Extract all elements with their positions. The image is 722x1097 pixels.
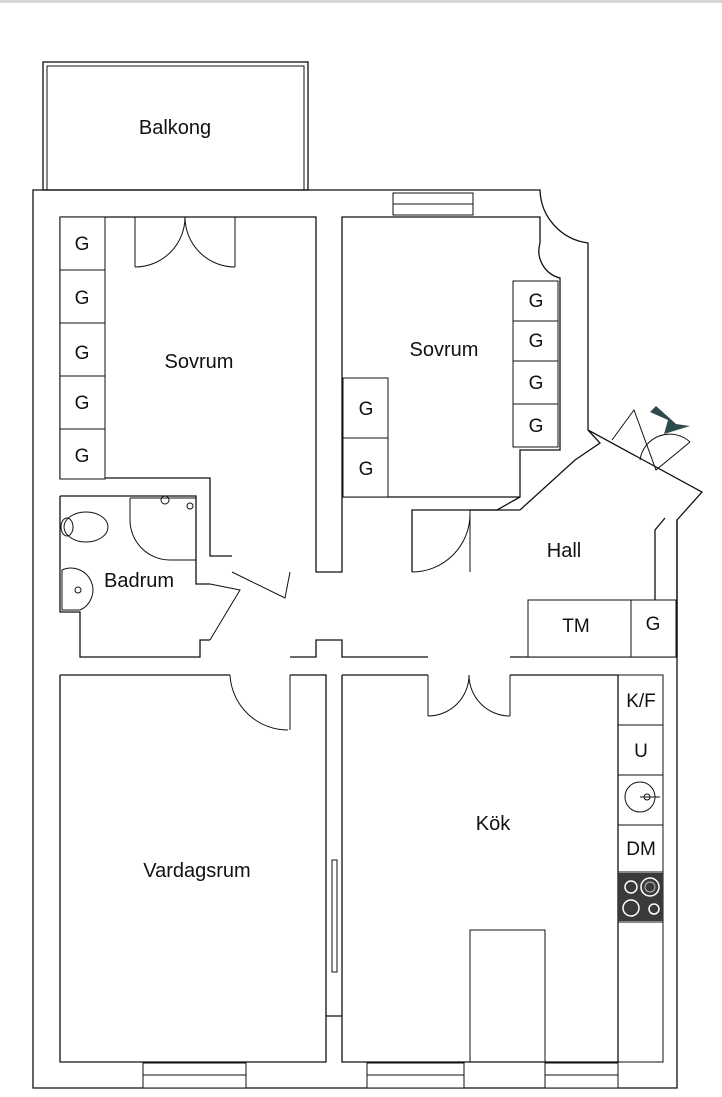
wardrobe-label: G: [75, 234, 90, 255]
wardrobe-label: G: [359, 399, 374, 420]
wardrobe-label: G: [75, 343, 90, 364]
wardrobe-label: G: [529, 416, 544, 437]
room-label-sovrum-right: Sovrum: [410, 339, 479, 361]
tm-label: TM: [562, 616, 589, 637]
room-label-badrum: Badrum: [104, 570, 174, 592]
stove-icon: [618, 873, 663, 921]
wardrobe-label: G: [75, 288, 90, 309]
wardrobe-column-right-a: G G: [342, 377, 389, 498]
fridge-freezer-label: K/F: [626, 691, 656, 712]
wardrobe-label: G: [359, 459, 374, 480]
wardrobe-label: G: [529, 291, 544, 312]
room-label-sovrum-left: Sovrum: [165, 351, 234, 373]
wardrobe-column-left: G G G G G: [59, 216, 106, 480]
wardrobe-label: G: [529, 373, 544, 394]
wardrobe-label: G: [646, 614, 661, 635]
wardrobe-label: G: [529, 331, 544, 352]
doors: [134, 216, 691, 973]
wardrobe-column-right-b: G G G G: [512, 280, 559, 448]
oven-label: U: [634, 741, 648, 762]
entrance-arrow-icon: [650, 406, 690, 434]
room-label-vardagsrum: Vardagsrum: [143, 860, 250, 882]
dishwasher-label: DM: [626, 839, 656, 860]
hall-storage: TM G: [527, 599, 677, 658]
room-label-hall: Hall: [547, 540, 581, 562]
room-label-balkong: Balkong: [139, 117, 211, 139]
room-label-kok: Kök: [476, 813, 511, 835]
kitchen-fixtures: [469, 674, 664, 1063]
bathroom-fixtures: [60, 495, 197, 611]
top-divider: [0, 0, 722, 3]
windows: [142, 192, 619, 1089]
wardrobe-label: G: [75, 446, 90, 467]
wardrobe-label: G: [75, 393, 90, 414]
